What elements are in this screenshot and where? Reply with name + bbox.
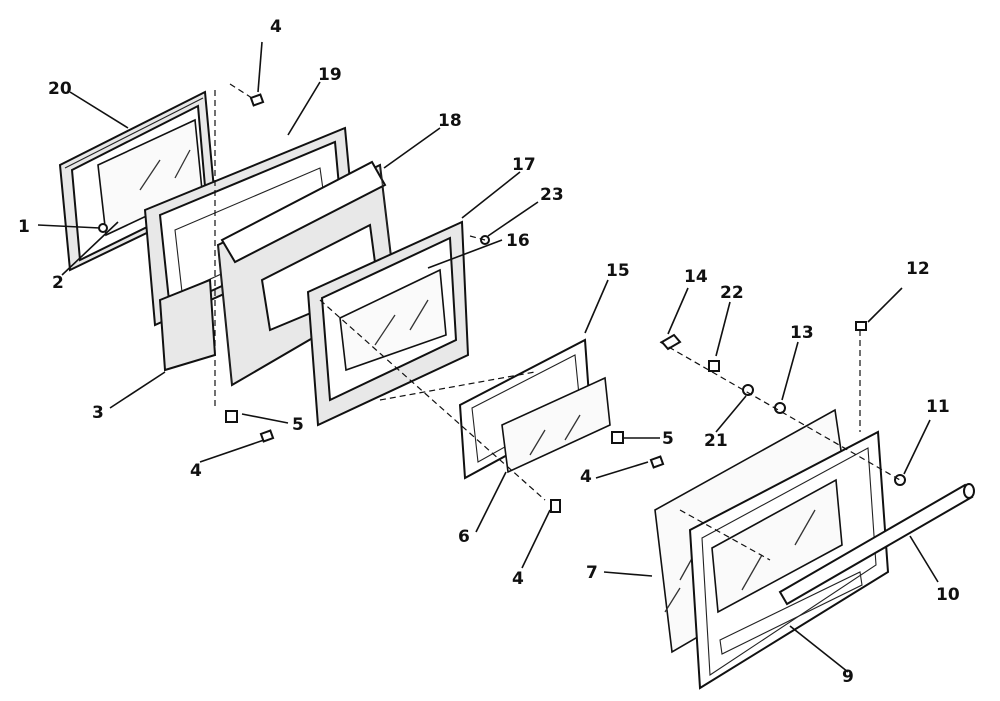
label-20: 20: [48, 79, 72, 99]
part-18-door-liner: [216, 160, 397, 387]
label-16: 16: [506, 231, 530, 251]
part-9-outer-door: [688, 430, 890, 690]
label-23: 23: [540, 185, 564, 205]
label-4b: 4: [190, 461, 202, 481]
label-22: 22: [720, 283, 744, 303]
part-10-handle: [778, 483, 975, 606]
label-4a: 4: [270, 17, 282, 37]
label-4d: 4: [580, 467, 592, 487]
label-10: 10: [936, 585, 960, 605]
label-11: 11: [926, 397, 950, 417]
label-17: 17: [512, 155, 536, 175]
label-19: 19: [318, 65, 342, 85]
label-5b: 5: [662, 429, 674, 449]
label-7: 7: [586, 563, 598, 583]
hardware: [98, 93, 906, 513]
label-15: 15: [606, 261, 630, 281]
leader-lines: [37, 41, 939, 673]
label-3: 3: [92, 403, 104, 423]
label-4c: 4: [512, 569, 524, 589]
label-18: 18: [438, 111, 462, 131]
label-5a: 5: [292, 415, 304, 435]
label-21: 21: [704, 431, 728, 451]
label-12: 12: [906, 259, 930, 279]
assembly-lines: [214, 83, 901, 561]
label-1: 1: [18, 217, 30, 237]
label-9: 9: [842, 667, 854, 687]
callout-labels: 20 1 2 3 4 19 18 17 23 16 15 5 4 6 4 4 5…: [18, 17, 960, 687]
label-6: 6: [458, 527, 470, 547]
label-14: 14: [684, 267, 708, 287]
part-16-inner-window: [339, 268, 447, 372]
label-13: 13: [790, 323, 814, 343]
label-2: 2: [52, 273, 64, 293]
part-6-glass-panel: [501, 376, 611, 474]
